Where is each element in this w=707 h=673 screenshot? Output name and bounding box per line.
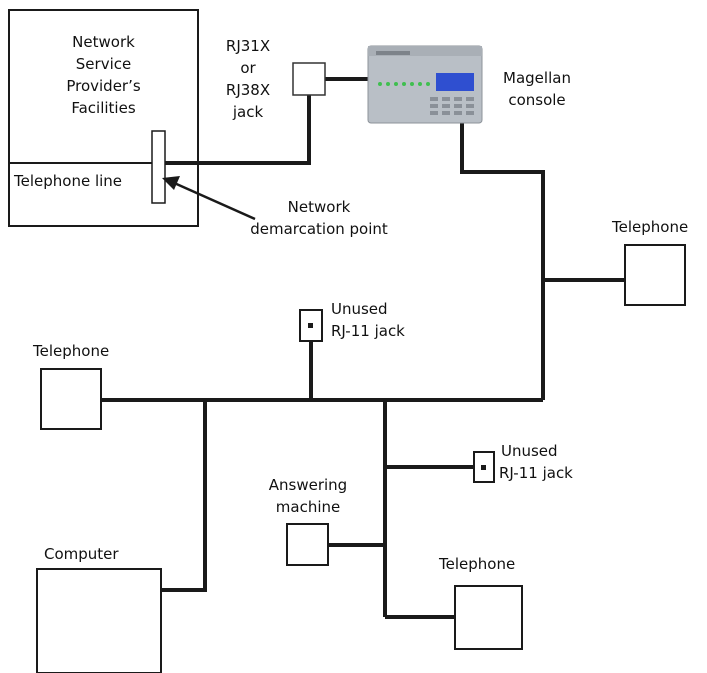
demarcation-arrow-head: [162, 176, 180, 190]
telephone-right-label: Telephone: [612, 218, 689, 236]
demarcation-label: Network demarcation point: [234, 196, 404, 240]
demarcation-block: [151, 130, 166, 204]
unused-jack-top-label-line1: Unused: [331, 300, 388, 318]
answering-machine-label: Answering machine: [258, 474, 358, 518]
demarcation-label-line2: demarcation point: [250, 220, 388, 238]
answering-machine-label-line2: machine: [275, 498, 341, 516]
provider-label-line3: Provider’s: [66, 77, 141, 95]
console-label: Magellan console: [487, 67, 587, 111]
computer-label: Computer: [44, 545, 119, 563]
telephone-line-label: Telephone line: [14, 172, 123, 190]
telephone-bottom-box: [454, 585, 523, 650]
demarcation-arrow-shaft: [171, 180, 256, 221]
jack-type-label-line4: jack: [232, 103, 264, 121]
console-label-line2: console: [508, 91, 566, 109]
unused-jack-top-port-icon: [308, 323, 313, 328]
telephone-bottom-label: Telephone: [439, 555, 516, 573]
answering-machine-label-line1: Answering: [268, 476, 348, 494]
jack-type-label-line3: RJ38X: [225, 81, 271, 99]
unused-jack-mid-label-line2: RJ-11 jack: [499, 464, 573, 482]
unused-jack-mid-label-line1: Unused: [501, 442, 558, 460]
answering-machine-box: [286, 523, 329, 566]
wires: [101, 77, 625, 619]
unused-jack-top-label-line2: RJ-11 jack: [331, 322, 405, 340]
demarcation-label-line1: Network: [287, 198, 351, 216]
provider-label-line1: Network: [72, 33, 135, 51]
unused-jack-mid-label: Unused RJ-11 jack: [499, 440, 573, 484]
jack-type-label-line1: RJ31X: [225, 37, 271, 55]
unused-jack-mid-port-icon: [481, 465, 486, 470]
magellan-console-icon: [367, 45, 483, 124]
telephone-right-box: [624, 244, 686, 306]
console-label-line1: Magellan: [503, 69, 571, 87]
unused-jack-top-label: Unused RJ-11 jack: [331, 298, 405, 342]
rj31x-jack: [292, 62, 326, 96]
telephone-left-label: Telephone: [33, 342, 110, 360]
provider-label-line2: Service: [75, 55, 132, 73]
telephone-left-box: [40, 368, 102, 430]
jack-type-label: RJ31X or RJ38X jack: [214, 35, 282, 123]
jack-type-label-line2: or: [240, 59, 256, 77]
provider-label-line4: Facilities: [71, 99, 136, 117]
computer-box: [36, 568, 162, 673]
provider-label: Network Service Provider’s Facilities: [9, 31, 198, 119]
provider-facility-box: [8, 9, 199, 227]
